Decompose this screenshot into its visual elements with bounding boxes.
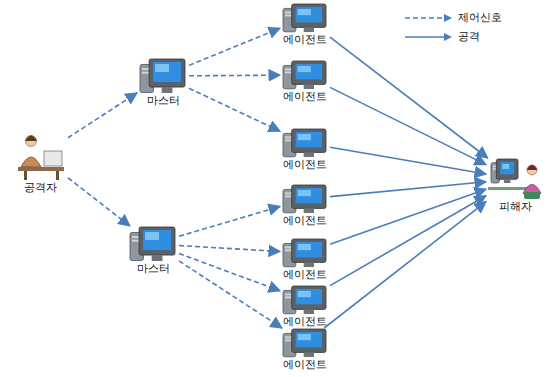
node-label: 피해자 <box>486 200 544 213</box>
chair <box>524 192 540 199</box>
computer-icon <box>283 61 326 89</box>
agent-icon <box>282 184 328 214</box>
node-label: 공격자 <box>12 181 68 194</box>
attack-arrow <box>330 37 488 158</box>
computer-icon <box>283 329 326 357</box>
node-label: 마스터 <box>137 94 189 107</box>
legend-label: 공격 <box>458 30 480 43</box>
person-icon <box>523 165 541 193</box>
master-icon <box>129 226 177 262</box>
control-arrow <box>189 88 280 131</box>
agent-computer: 에이전트 <box>280 60 330 103</box>
victim-icon <box>488 158 542 200</box>
agent-icon <box>282 285 328 315</box>
attack-arrow <box>330 147 486 174</box>
control-arrow <box>68 93 137 138</box>
node-label: 에이전트 <box>280 214 330 227</box>
attack-arrow <box>324 202 486 328</box>
agent-icon <box>282 128 328 158</box>
attack-arrow <box>330 182 486 197</box>
control-arrow <box>179 261 282 328</box>
laptop <box>44 151 62 166</box>
master-computer: 마스터 <box>127 226 179 275</box>
node-label: 에이전트 <box>280 158 330 171</box>
desk <box>488 187 528 190</box>
legend-label: 제어신호 <box>458 11 502 24</box>
agent-computer: 에이전트 <box>280 184 330 227</box>
victim-computer: 피해자 <box>486 158 544 213</box>
agent-icon <box>282 3 328 33</box>
attack-arrow <box>330 87 486 164</box>
legend-dashed-line <box>405 17 444 19</box>
computer-icon <box>491 159 518 183</box>
control-arrow <box>189 74 280 76</box>
control-arrow <box>179 246 280 252</box>
legend-arrowhead <box>444 14 452 22</box>
computer-icon <box>283 185 326 213</box>
computer-icon <box>283 4 326 32</box>
control-arrow <box>179 254 280 291</box>
computer-icon <box>140 59 185 93</box>
agent-computer: 에이전트 <box>280 128 330 171</box>
attacker-computer: 공격자 <box>12 131 68 194</box>
master-icon <box>139 58 187 94</box>
node-label: 에이전트 <box>280 268 330 281</box>
legend-arrowhead <box>444 33 452 41</box>
node-label: 에이전트 <box>280 358 330 371</box>
agent-computer: 에이전트 <box>280 3 330 46</box>
control-arrow <box>179 206 280 236</box>
agent-computer: 에이전트 <box>280 285 330 328</box>
computer-icon <box>283 286 326 314</box>
computer-icon <box>283 239 326 267</box>
agent-icon <box>282 60 328 90</box>
control-arrow <box>189 28 280 65</box>
attack-arrow <box>330 196 486 286</box>
legend-solid-line <box>405 36 444 38</box>
agent-icon <box>282 328 328 358</box>
attacker-icon <box>14 131 66 181</box>
attack-arrow <box>330 189 486 244</box>
agent-icon <box>282 238 328 268</box>
node-label: 에이전트 <box>280 90 330 103</box>
control-arrow <box>68 178 130 226</box>
computer-icon <box>130 227 175 261</box>
agent-computer: 에이전트 <box>280 238 330 281</box>
desk <box>18 167 64 171</box>
agent-computer: 에이전트 <box>280 328 330 371</box>
node-label: 에이전트 <box>280 315 330 328</box>
person-icon <box>21 136 41 168</box>
node-label: 에이전트 <box>280 33 330 46</box>
master-computer: 마스터 <box>137 58 189 107</box>
computer-icon <box>283 129 326 157</box>
node-label: 마스터 <box>127 262 179 275</box>
